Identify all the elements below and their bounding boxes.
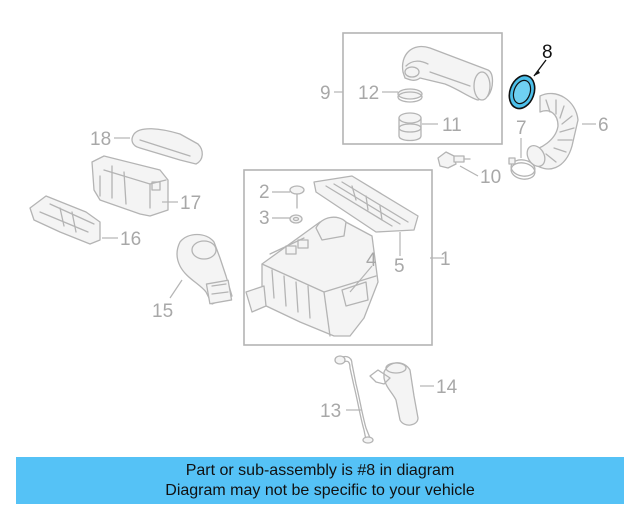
hose-clamp-part-12 [397,88,423,103]
callout-18: 18 [90,129,111,150]
callout-13: 13 [320,401,341,422]
corrugated-hose-part-6 [526,92,579,170]
callout-2: 2 [259,182,270,203]
seal-ring-part-8-highlighted [508,74,536,110]
callout-9: 9 [320,83,331,104]
air-cleaner-housing-part-4 [245,216,379,337]
callout-1: 1 [440,249,451,270]
callout-3: 3 [259,208,270,229]
callout-10: 10 [480,167,501,188]
shroud-part-17 [91,155,169,217]
breather-pipe-part-13 [334,355,374,444]
callout-6: 6 [598,115,609,136]
callout-12: 12 [358,83,379,104]
intake-tube-part-9 [401,45,494,101]
callout-7: 7 [516,118,527,139]
resonator-hose-part-14 [369,362,419,426]
elbow-hose-part-15 [176,233,233,305]
bolt-part-2 [289,185,305,209]
grommet-part-3 [289,214,303,224]
banner-line-disclaimer: Diagram may not be specific to your vehi… [165,481,475,499]
callout-5: 5 [394,256,405,277]
callout-8-highlighted: 8 [542,42,553,63]
banner-line-part-number: Part or sub-assembly is #8 in diagram [185,461,455,479]
upper-assembly-frame [342,32,503,145]
callout-4: 4 [366,250,377,271]
filter-element-part-5 [313,175,419,233]
callout-16: 16 [120,229,141,250]
cover-part-18 [131,128,203,165]
sleeve-part-11 [398,112,422,142]
hose-clamp-part-7 [508,157,536,180]
info-banner: Part or sub-assembly is #8 in diagram Di… [16,457,624,504]
callout-17: 17 [180,193,201,214]
intake-duct-part-16 [29,195,101,245]
sensor-part-10 [437,151,471,169]
callout-15: 15 [152,301,173,322]
callout-11: 11 [442,115,462,136]
leader-lines [102,91,596,411]
callout-14: 14 [436,377,458,398]
leader-arrow-8 [534,70,540,76]
